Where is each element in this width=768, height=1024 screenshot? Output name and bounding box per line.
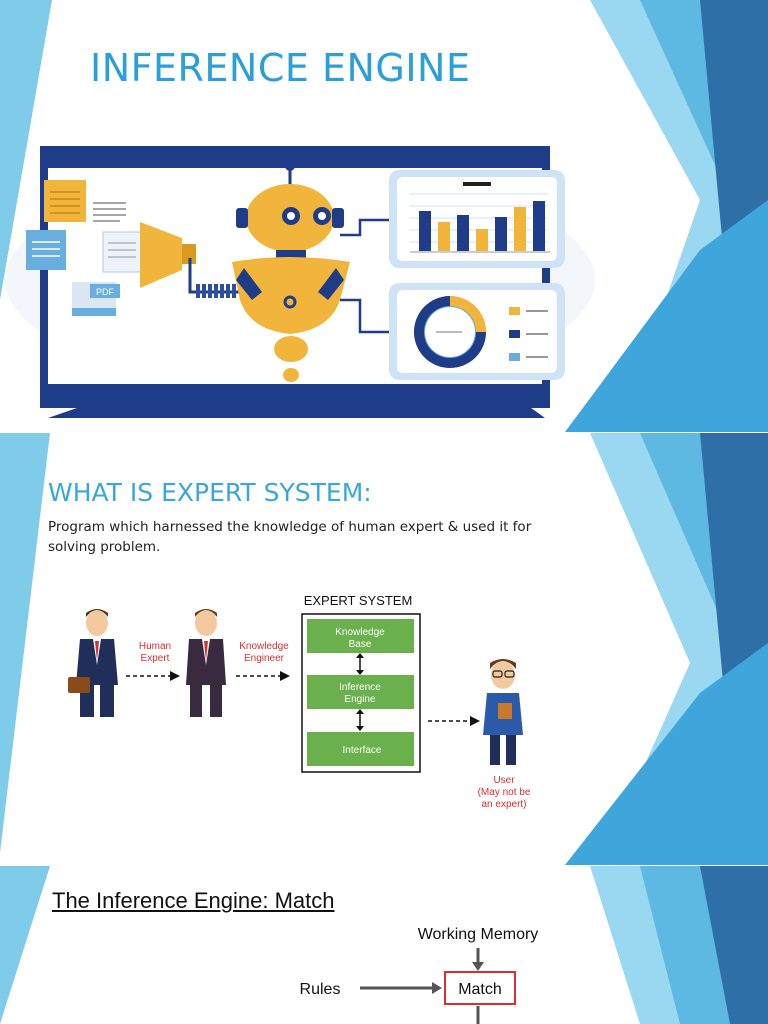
expert-system-diagram: EXPERT SYSTEM Human Expert Knowledge Eng… — [68, 593, 531, 810]
user-label: User — [493, 775, 515, 786]
inference-engine-label: Engine — [344, 694, 376, 705]
robot-illustration: PDF — [5, 146, 595, 418]
knowledge-base-box — [307, 619, 414, 653]
interface-box — [307, 732, 414, 766]
document-icon — [26, 230, 66, 270]
document-icon — [44, 180, 86, 222]
match-diagram: Working Memory Rules Match — [300, 926, 539, 1024]
left-accent — [0, 0, 52, 300]
slide-divider — [0, 865, 768, 866]
right-accent-bottom — [565, 200, 768, 432]
match-label: Match — [458, 981, 502, 998]
knowledge-engineer-label: Engineer — [244, 653, 285, 664]
slide-2-background — [0, 433, 768, 865]
knowledge-base-label: Base — [349, 639, 372, 650]
working-memory-label: Working Memory — [418, 926, 539, 943]
user-figure — [483, 659, 523, 765]
user-label: an expert) — [481, 799, 526, 810]
expert-system-heading: EXPERT SYSTEM — [304, 593, 413, 608]
slide-title: INFERENCE ENGINE — [90, 46, 471, 90]
document-icon — [102, 231, 142, 273]
bar-chart-bars — [419, 201, 545, 251]
human-expert-label: Expert — [141, 653, 170, 664]
knowledge-engineer-label: Knowledge — [239, 641, 289, 652]
human-expert-label: Human — [139, 641, 171, 652]
bar — [457, 215, 469, 251]
slide-1: INFERENCE ENGINE PDF — [0, 0, 768, 432]
inference-engine-box — [307, 675, 414, 709]
user-label: (May not be — [478, 787, 531, 798]
bar — [514, 207, 526, 251]
legend-swatch — [509, 330, 520, 338]
robot-body — [232, 257, 350, 334]
match-box — [444, 971, 516, 1005]
bar — [419, 211, 431, 251]
monitor-stand — [48, 400, 545, 418]
rules-label: Rules — [300, 981, 341, 998]
bar — [438, 222, 450, 251]
interface-label: Interface — [343, 745, 382, 756]
slide-title: WHAT IS EXPERT SYSTEM: — [48, 478, 372, 507]
pdf-file-label: PDF — [96, 287, 115, 297]
slide-title: The Inference Engine: Match — [52, 888, 335, 913]
human-expert-figure — [68, 609, 118, 717]
knowledge-engineer-figure — [186, 609, 226, 717]
slide-divider — [0, 432, 768, 433]
knowledge-base-label: Knowledge — [335, 627, 385, 638]
slide-body-text: Program which harnessed the knowledge of… — [48, 519, 532, 555]
funnel-icon — [140, 222, 182, 288]
legend-swatch — [509, 353, 520, 361]
bar — [495, 217, 507, 251]
legend-swatch — [509, 307, 520, 315]
slide-1-background — [0, 0, 768, 432]
robot-base — [274, 336, 308, 362]
bar — [533, 201, 545, 251]
bar — [476, 229, 488, 251]
inference-engine-label: Inference — [339, 682, 381, 693]
